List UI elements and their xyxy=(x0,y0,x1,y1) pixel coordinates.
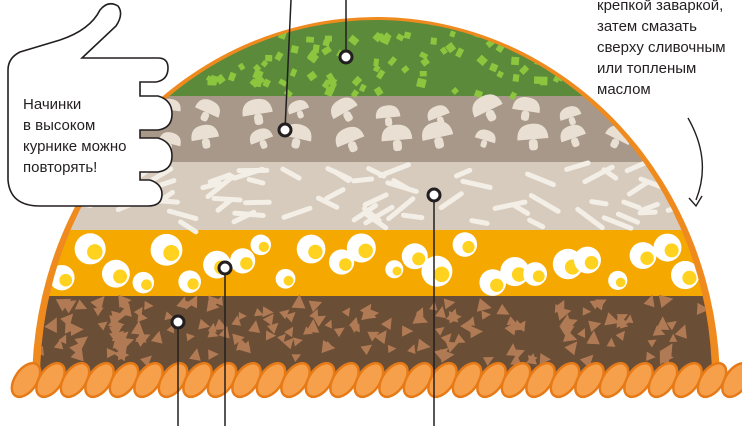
egg-yolk xyxy=(87,244,103,260)
marker-buckwheat xyxy=(172,316,184,328)
egg-yolk xyxy=(640,251,653,264)
note-left-line: Начинки xyxy=(23,94,126,115)
egg-yolk xyxy=(665,243,679,257)
greens-fleck xyxy=(420,71,427,76)
greens-fleck xyxy=(224,30,233,38)
greens-fleck xyxy=(559,65,566,73)
curved-arrow xyxy=(688,118,702,200)
greens-fleck xyxy=(534,76,542,84)
greens-fleck xyxy=(565,64,577,76)
note-repeat-fillings: Начинки в высоком курнике можно повторят… xyxy=(23,94,126,178)
egg-yolk xyxy=(308,245,322,259)
greens-fleck xyxy=(430,37,437,44)
greens-fleck xyxy=(221,36,231,45)
egg-yolk xyxy=(141,279,152,290)
note-left-line: повторять! xyxy=(23,157,126,178)
greens-fleck xyxy=(187,33,197,43)
marker-mushrooms xyxy=(279,124,291,136)
egg-yolk xyxy=(113,270,127,284)
greens-fleck xyxy=(230,33,240,43)
egg-yolk xyxy=(682,271,696,285)
note-right-line: маслом xyxy=(597,79,726,100)
note-left-line: в высоком xyxy=(23,115,126,136)
greens-fleck xyxy=(545,40,555,49)
rice-grain xyxy=(403,215,421,217)
greens-fleck xyxy=(195,58,204,66)
greens-fleck xyxy=(206,37,218,49)
greens-fleck xyxy=(582,49,593,60)
greens-fleck xyxy=(554,59,562,68)
greens-fleck xyxy=(552,56,562,66)
rice-grain xyxy=(592,202,606,204)
rice-grain xyxy=(235,213,263,215)
rice-grain xyxy=(682,177,696,184)
egg-yolk xyxy=(187,278,198,289)
mushroom-stem xyxy=(385,117,393,126)
marker-greens xyxy=(340,51,352,63)
greens-fleck xyxy=(558,51,564,57)
greens-fleck xyxy=(184,49,194,59)
rice-grain xyxy=(472,221,487,224)
note-left-line: курнике можно xyxy=(23,136,126,157)
greens-fleck xyxy=(511,57,519,66)
rice-grain xyxy=(249,180,263,183)
egg-yolk xyxy=(284,276,294,286)
egg-yolk xyxy=(339,258,352,271)
greens-fleck xyxy=(586,50,595,59)
greens-fleck xyxy=(152,38,161,47)
rice-grain xyxy=(676,174,695,186)
greens-fleck xyxy=(188,34,194,40)
egg-yolk xyxy=(490,279,503,292)
marker-rice xyxy=(428,189,440,201)
greens-fleck xyxy=(575,58,584,65)
egg-yolk xyxy=(616,278,626,288)
greens-fleck xyxy=(584,80,592,87)
note-right-line: затем смазать xyxy=(597,16,726,37)
greens-fleck xyxy=(198,55,204,62)
egg-yolk xyxy=(434,267,449,282)
greens-fleck xyxy=(373,58,379,66)
egg-yolk xyxy=(259,242,269,252)
egg-yolk xyxy=(462,241,474,253)
greens-fleck xyxy=(224,39,232,47)
greens-fleck xyxy=(306,36,314,42)
curved-arrow-head xyxy=(689,196,702,206)
rice-grain xyxy=(684,168,697,178)
greens-fleck xyxy=(512,74,519,82)
note-brush-top: крепкой заваркой, затем смазать сверху с… xyxy=(597,0,726,100)
note-right-line: крепкой заваркой, xyxy=(597,0,726,16)
rice-grain xyxy=(354,179,372,181)
mushroom-stem xyxy=(529,139,539,151)
greens-fleck xyxy=(184,39,195,50)
egg-yolk xyxy=(412,252,425,265)
egg-yolk xyxy=(585,256,598,269)
egg-yolk xyxy=(59,274,72,287)
egg-yolk xyxy=(240,257,253,270)
egg-yolk xyxy=(533,270,545,282)
greens-fleck xyxy=(172,46,182,56)
note-right-line: сверху сливочным xyxy=(597,37,726,58)
greens-fleck xyxy=(583,36,590,42)
greens-fleck xyxy=(187,38,196,47)
mushroom-stem xyxy=(393,140,403,152)
marker-eggs xyxy=(219,262,231,274)
greens-fleck xyxy=(265,55,272,62)
egg-yolk xyxy=(358,244,373,259)
note-right-line: или топленым xyxy=(597,58,726,79)
egg-yolk xyxy=(163,245,179,261)
egg-yolk xyxy=(393,267,402,276)
